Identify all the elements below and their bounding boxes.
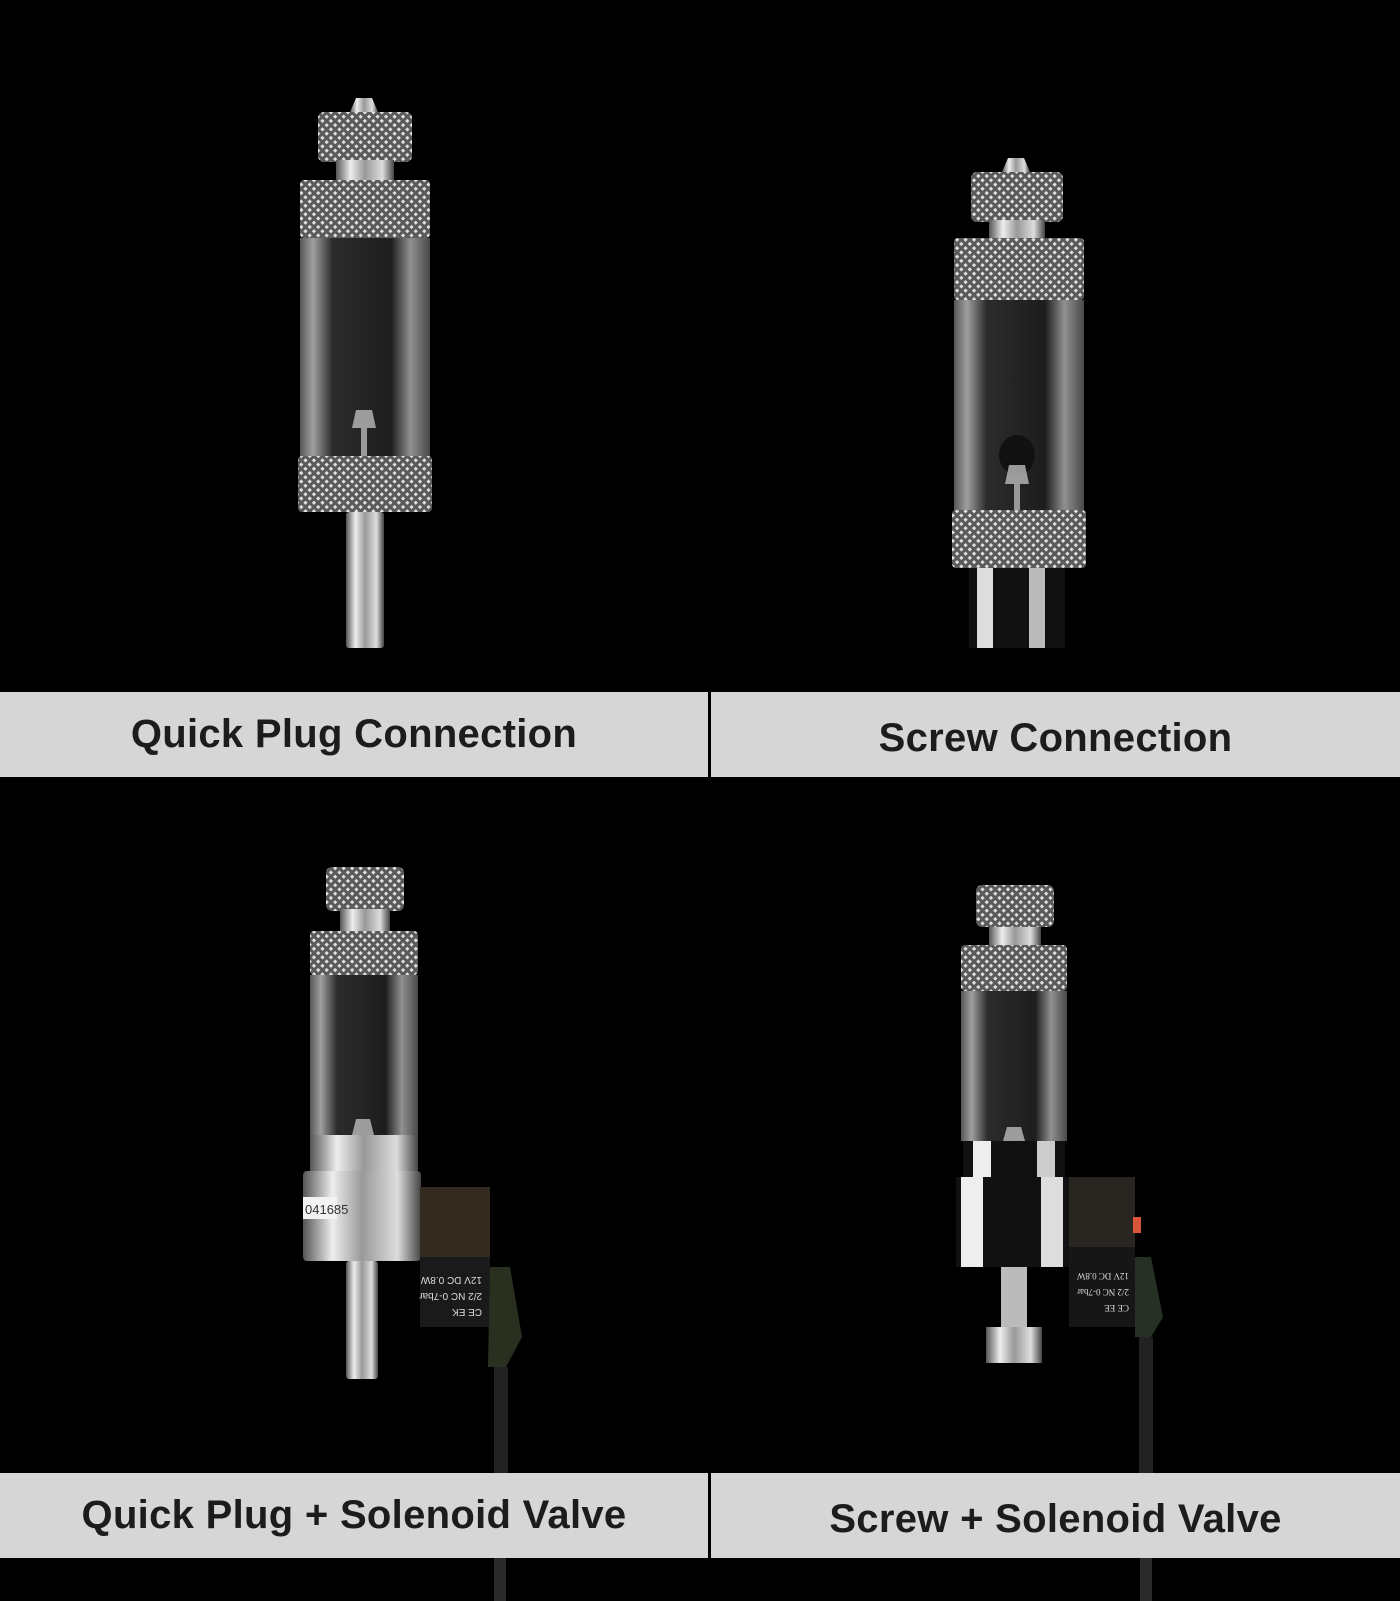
svg-text:2/2 NC 0-7bar: 2/2 NC 0-7bar	[1077, 1287, 1129, 1297]
svg-text:12V DC 0.8W: 12V DC 0.8W	[1076, 1271, 1129, 1281]
product-photo-quick-plug-solenoid: 041685 CE EK 2/2 NC 0-7bar 12V DC 0.8W	[0, 777, 708, 1473]
caption-screw-solenoid: Screw + Solenoid Valve	[711, 1473, 1400, 1558]
bubble-counter-quick-plug-solenoid-image: 041685 CE EK 2/2 NC 0-7bar 12V DC 0.8W	[303, 867, 522, 1473]
caption-screw-text: Screw Connection	[878, 716, 1233, 760]
svg-text:CE EE: CE EE	[1104, 1303, 1129, 1313]
caption-quick-plug: Quick Plug Connection	[0, 692, 708, 777]
caption-quick-plug-solenoid: Quick Plug + Solenoid Valve	[0, 1473, 708, 1558]
product-photo-screw-solenoid: CE EE 2/2 NC 0-7bar 12V DC 0.8W	[711, 777, 1400, 1473]
solenoid-cable-right	[1140, 1558, 1152, 1601]
caption-screw: Screw Connection	[711, 692, 1400, 777]
caption-screw-solenoid-text: Screw + Solenoid Valve	[829, 1497, 1282, 1541]
svg-text:041685: 041685	[305, 1202, 348, 1217]
caption-divider-top	[708, 692, 711, 777]
solenoid-cable-left	[494, 1558, 506, 1601]
svg-text:CE EK: CE EK	[452, 1306, 482, 1317]
svg-text:12V DC 0.8W: 12V DC 0.8W	[420, 1274, 482, 1285]
bubble-counter-quick-plug-image	[298, 98, 432, 648]
product-photo-screw	[711, 0, 1400, 692]
bubble-counter-screw-solenoid-image: CE EE 2/2 NC 0-7bar 12V DC 0.8W	[956, 885, 1163, 1473]
caption-quick-plug-text: Quick Plug Connection	[130, 712, 578, 756]
caption-divider-bottom	[708, 1473, 711, 1558]
bubble-counter-screw-image	[952, 158, 1086, 648]
caption-quick-plug-solenoid-text: Quick Plug + Solenoid Valve	[81, 1493, 627, 1537]
product-photo-quick-plug	[0, 0, 708, 692]
svg-text:2/2 NC 0-7bar: 2/2 NC 0-7bar	[419, 1290, 482, 1301]
